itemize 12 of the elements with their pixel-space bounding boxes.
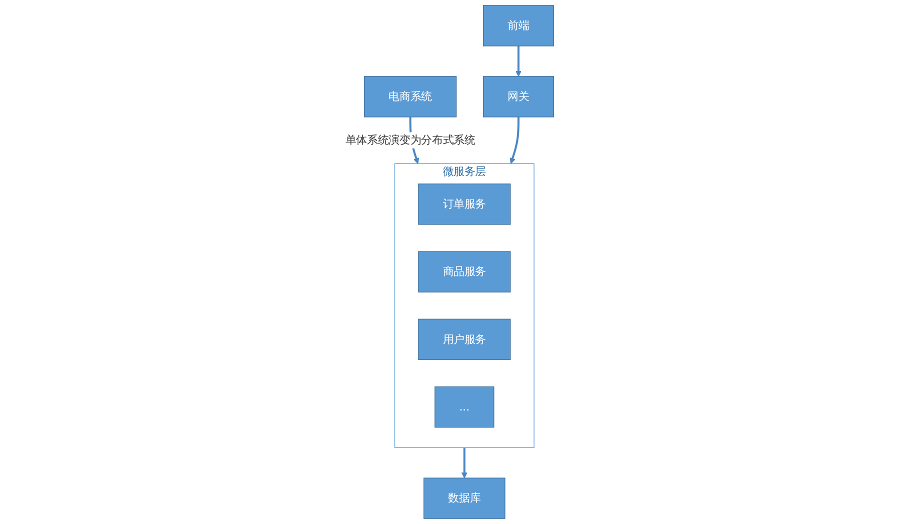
node-box: 用户服务 bbox=[418, 318, 512, 360]
edge-label: 单体系统演变为分布式系统 bbox=[346, 134, 476, 146]
node-box: ... bbox=[435, 386, 495, 428]
node-box: 网关 bbox=[483, 76, 554, 118]
node-box: 数据库 bbox=[424, 478, 506, 519]
arrow bbox=[462, 448, 468, 478]
node-box: 订单服务 bbox=[418, 184, 512, 225]
node-box: 电商系统 bbox=[364, 76, 458, 118]
node-box: 前端 bbox=[483, 5, 554, 46]
arrow bbox=[516, 46, 522, 77]
arrow bbox=[510, 116, 520, 164]
node-box: 商品服务 bbox=[418, 251, 512, 292]
